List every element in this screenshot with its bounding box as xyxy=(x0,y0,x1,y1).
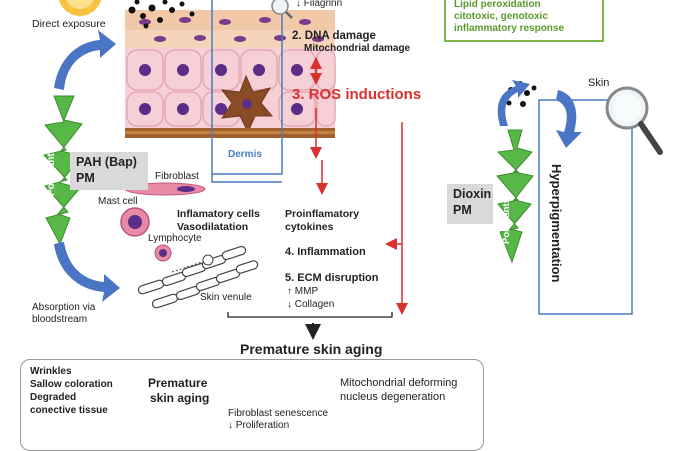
conective-label: conective tissue xyxy=(30,405,108,416)
mito-damage-label: Mitochondrial damage xyxy=(304,43,411,54)
diagram-canvas xyxy=(43,0,663,425)
skin-venule-illustration xyxy=(137,245,259,309)
mito-deform-label-1: Mitochondrial deforming xyxy=(340,377,458,389)
skin-venule-label: Skin venule xyxy=(200,292,252,303)
collagen-label: ↓ Collagen xyxy=(287,299,335,310)
dna-damage-label: 2. DNA damage xyxy=(292,30,376,42)
absorption-label-2: bloodstream xyxy=(32,314,88,325)
premature-aging-title: Premature skin aging xyxy=(240,341,383,357)
lymphocyte-label: Lymphocyte xyxy=(148,233,202,244)
filaggrin-label: ↓ Filagrinn xyxy=(296,0,343,9)
premature-label-2: skin aging xyxy=(150,391,210,405)
pollutants-left-label: Pollutants xyxy=(46,147,57,196)
ros-label: 3. ROS inductions xyxy=(292,86,422,103)
proinflam-label-2: cytokines xyxy=(285,221,334,233)
direct-exposure-arrow xyxy=(54,30,116,90)
dermis-label: Dermis xyxy=(228,149,262,160)
effects-line-1: Lipid peroxidation xyxy=(454,0,541,10)
mito-deform-label-2: nucleus degeneration xyxy=(340,391,446,403)
vasodilatation-label: Vasodilatation xyxy=(177,221,249,233)
proliferation-label: ↓ Proliferation xyxy=(228,420,290,431)
absorption-label-1: Absorption via xyxy=(32,302,96,313)
pollutant-particles xyxy=(128,0,537,107)
pah-pm-label-left: PAH (Bap) PM xyxy=(70,152,148,190)
dioxin-label: Dioxin xyxy=(453,187,492,201)
effects-box: Lipid peroxidation citotoxic, genotoxic … xyxy=(444,0,604,42)
mast-cell-label: Mast cell xyxy=(98,196,138,207)
right-exposure-arrow-1 xyxy=(497,80,530,126)
ecm-label: 5. ECM disruption xyxy=(285,272,379,284)
right-magnifier-icon xyxy=(605,86,663,155)
hyperpigmentation-label: Hyperpigmentation xyxy=(549,164,564,283)
absorption-arrow xyxy=(54,242,120,302)
skin-tissue-illustration xyxy=(125,10,336,138)
premature-label-1: Premature xyxy=(148,376,208,390)
wrinkles-label: Wrinkles xyxy=(30,366,72,377)
effects-line-2: citotoxic, genotoxic xyxy=(454,11,548,22)
senescence-label: Fibroblast senescence xyxy=(228,408,329,419)
pm-right-label: PM xyxy=(453,202,472,217)
proinflam-label-1: Proinflamatory xyxy=(285,208,360,220)
sun-icon xyxy=(58,0,102,16)
effects-line-3: inflammatory response xyxy=(454,23,565,34)
mmp-label: ↑ MMP xyxy=(287,286,319,297)
fibroblast-label: Fibroblast xyxy=(155,171,199,182)
skin-label: Skin xyxy=(588,77,610,89)
pollutants-right-spike xyxy=(496,129,534,264)
dermis-frame xyxy=(211,0,283,175)
hyperpigmentation-frame xyxy=(538,99,633,315)
inflammatory-cells-label: Inflamatory cells xyxy=(177,208,260,220)
dioxin-pm-label: Dioxin PM xyxy=(447,184,493,224)
pollutants-left-spike xyxy=(43,95,83,246)
pollutants-right-label: Pollutants xyxy=(501,198,512,244)
pah-label: PAH (Bap) xyxy=(76,155,137,169)
magnifier-icon xyxy=(271,0,293,19)
inflammation-label: 4. Inflammation xyxy=(285,246,366,258)
degraded-label: Degraded xyxy=(30,392,77,403)
direct-exposure-label: Direct exposure xyxy=(32,18,106,30)
sallow-label: Sallow coloration xyxy=(30,379,113,390)
pm-left-label: PM xyxy=(76,170,95,185)
right-exposure-arrow-2 xyxy=(556,90,582,148)
